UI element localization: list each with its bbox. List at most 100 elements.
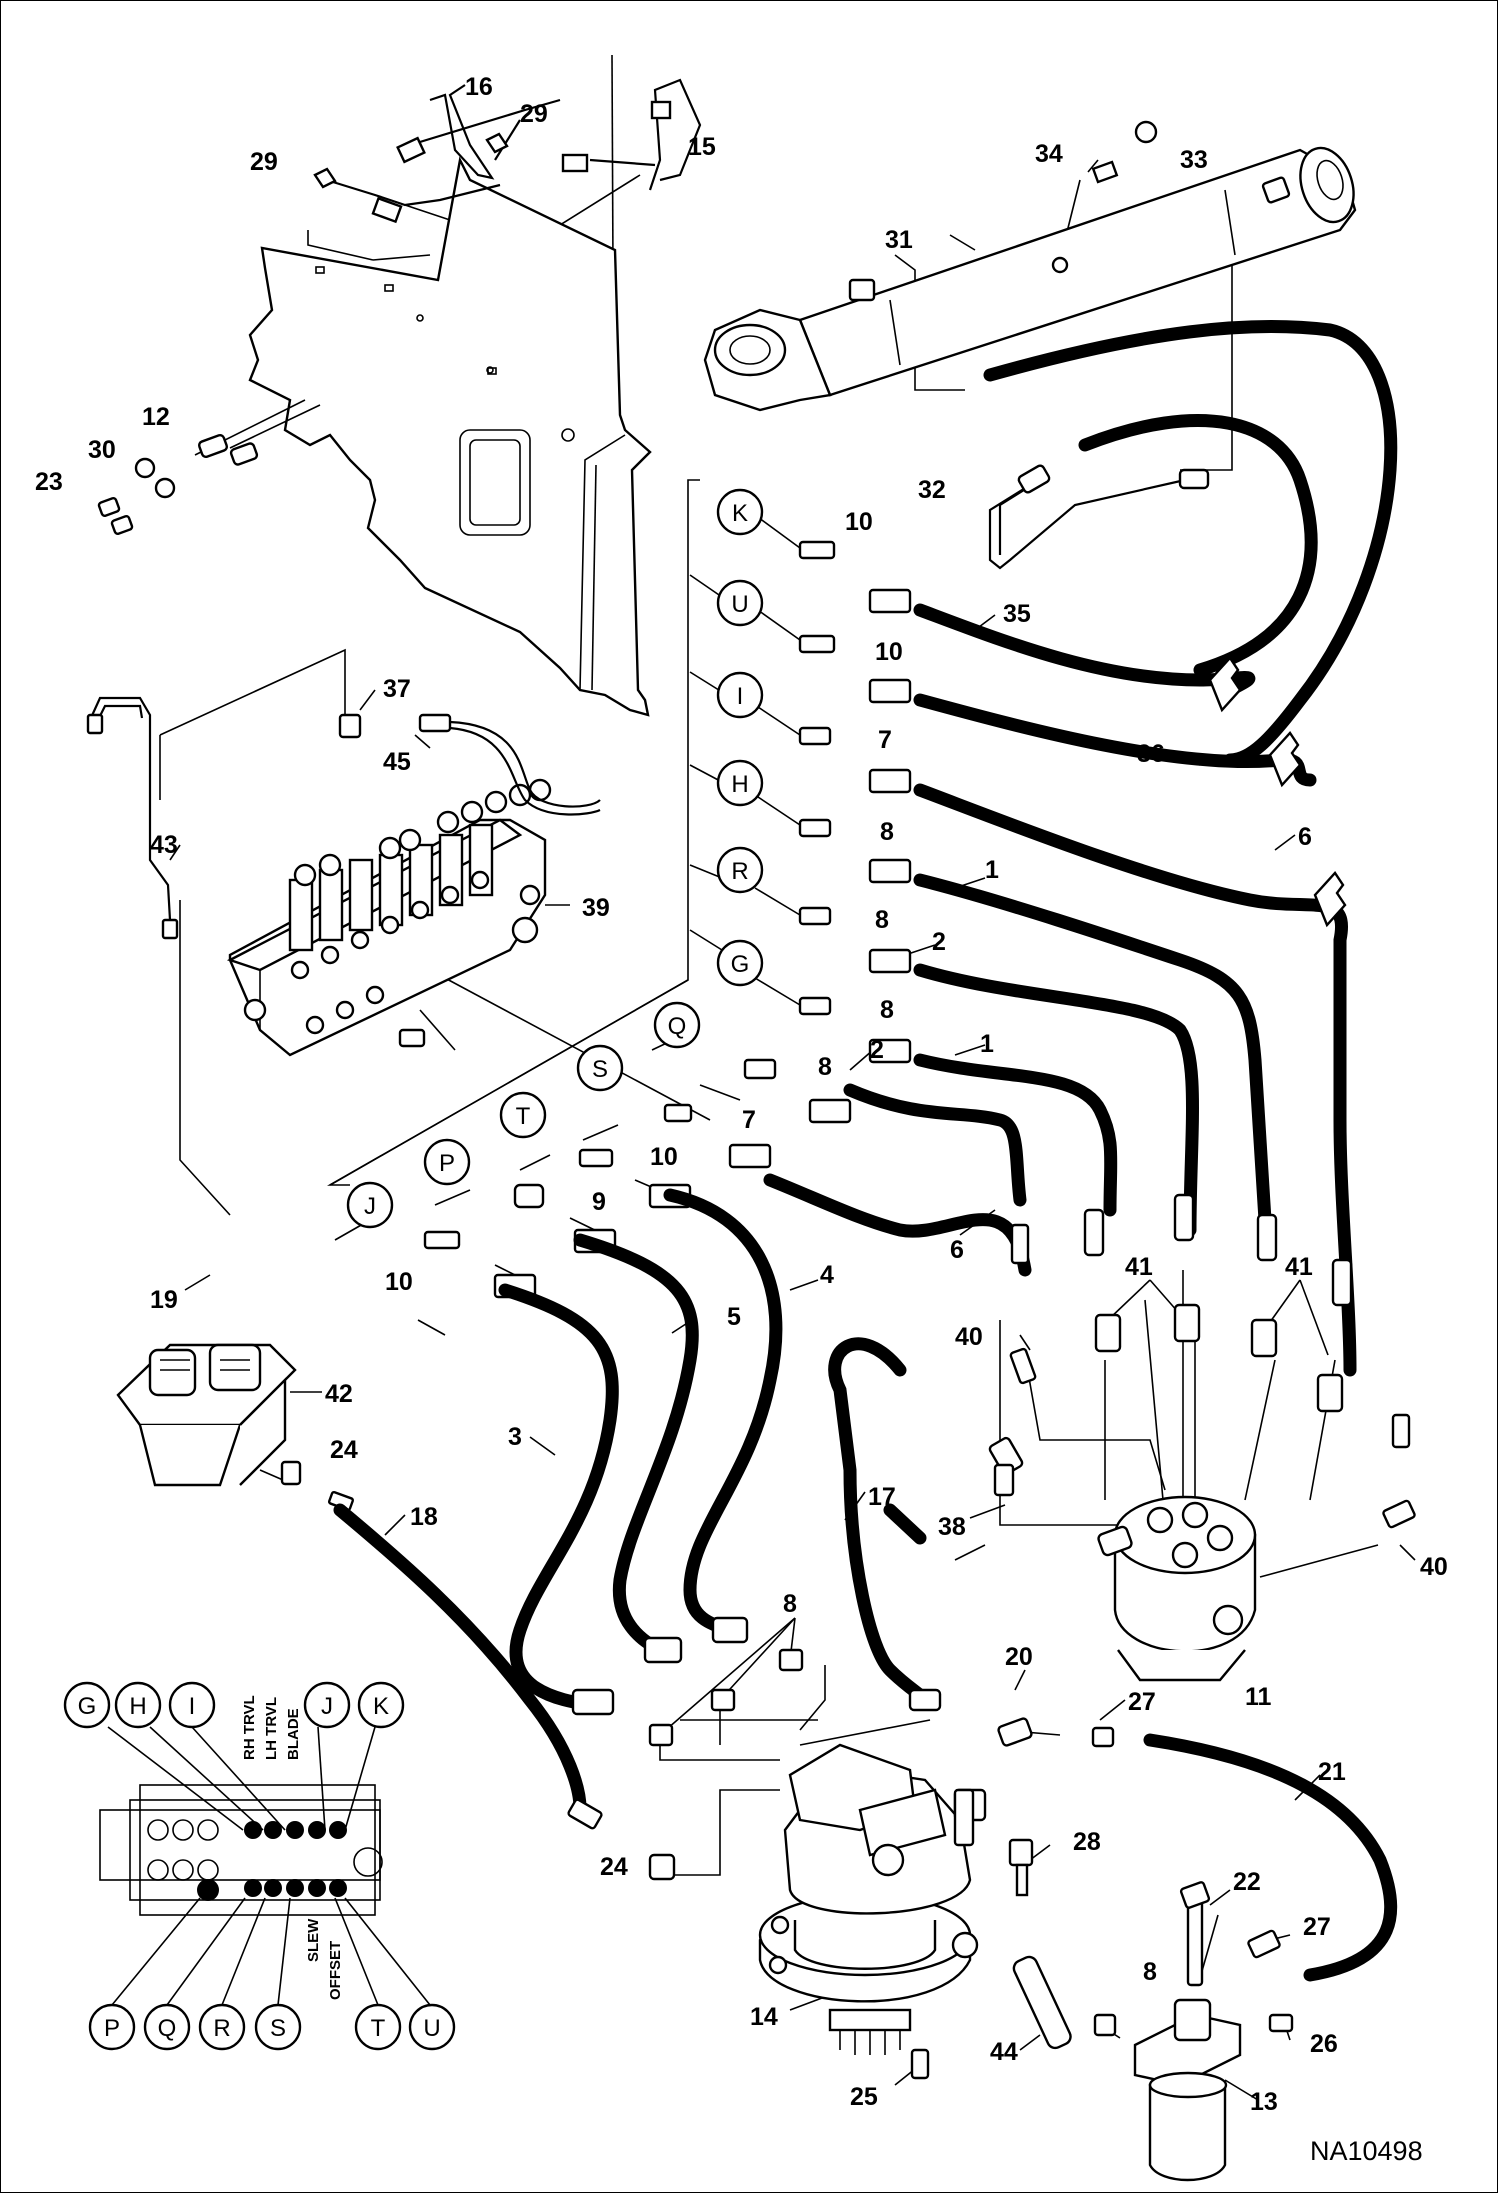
- inset-letter-p: P: [88, 2003, 136, 2051]
- motor-fittings: [567, 1616, 1115, 1897]
- inset-letter-r: R: [198, 2003, 246, 2051]
- callout-30: 30: [88, 436, 116, 464]
- callout-9: 9: [592, 1188, 606, 1216]
- callout-37: 37: [383, 675, 411, 703]
- inset-letter-j: J: [303, 1681, 351, 1729]
- inset-letter-u: U: [408, 2003, 456, 2051]
- port-letter-r: R: [716, 846, 764, 894]
- callout-2: 2: [870, 1036, 884, 1064]
- slew-motor-14: [758, 1743, 987, 2080]
- callout-8: 8: [880, 996, 894, 1024]
- callout-25: 25: [850, 2083, 878, 2111]
- port-letter-circles: K U I H R G Q S T P J: [346, 488, 764, 1229]
- svg-text:T: T: [516, 1103, 531, 1130]
- callout-12: 12: [142, 403, 170, 431]
- svg-text:S: S: [270, 2015, 286, 2042]
- inset-letter-s: S: [254, 2003, 302, 2051]
- callout-6: 6: [950, 1236, 964, 1264]
- svg-text:S: S: [592, 1056, 608, 1083]
- callout-39: 39: [582, 894, 610, 922]
- callout-4: 4: [820, 1261, 834, 1289]
- callout-2: 2: [932, 928, 946, 956]
- inset-letter-q: Q: [143, 2003, 191, 2051]
- svg-text:G: G: [78, 1693, 97, 1720]
- blade-label: BLADE: [285, 1708, 302, 1760]
- callout-28: 28: [1073, 1828, 1101, 1856]
- callout-29: 29: [250, 148, 278, 176]
- callout-8: 8: [783, 1590, 797, 1618]
- svg-text:R: R: [213, 2015, 230, 2042]
- callout-1: 1: [985, 856, 999, 884]
- callout-6: 6: [1298, 823, 1312, 851]
- callout-29: 29: [520, 100, 548, 128]
- callout-24: 24: [330, 1436, 358, 1464]
- callout-31: 31: [885, 226, 913, 254]
- callout-15: 15: [688, 133, 716, 161]
- callout-40: 40: [955, 1323, 983, 1351]
- callout-8: 8: [880, 818, 894, 846]
- inset-letter-g: G: [63, 1681, 111, 1729]
- callout-27: 27: [1303, 1913, 1331, 1941]
- svg-text:U: U: [731, 591, 748, 618]
- inset-letter-circles: G H I J K P Q R S T U: [63, 1681, 456, 2051]
- callout-35: 35: [1003, 600, 1031, 628]
- slew-label: SLEW: [305, 1918, 322, 1962]
- callout-13: 13: [1250, 2088, 1278, 2116]
- callout-34: 34: [1035, 140, 1063, 168]
- filter-13: [1012, 1881, 1294, 2182]
- inset-letter-t: T: [354, 2003, 402, 2051]
- callout-22: 22: [1233, 1868, 1261, 1896]
- svg-text:Q: Q: [668, 1013, 687, 1040]
- callout-18: 18: [410, 1503, 438, 1531]
- callout-3: 3: [508, 1423, 522, 1451]
- callout-27: 27: [1128, 1688, 1156, 1716]
- callout-33: 33: [1180, 146, 1208, 174]
- lh-travel-label: LH TRVL: [263, 1697, 280, 1760]
- callout-20: 20: [1005, 1643, 1033, 1671]
- callout-40: 40: [1420, 1553, 1448, 1581]
- control-valve-bank: [226, 778, 552, 1057]
- swivel-fittings: [988, 1193, 1416, 1529]
- callout-8: 8: [875, 906, 889, 934]
- callout-44: 44: [990, 2038, 1018, 2066]
- port-letter-i: I: [716, 671, 764, 719]
- callout-16: 16: [465, 73, 493, 101]
- port-letter-h: H: [716, 759, 764, 807]
- inset-function-labels: RH TRVL LH TRVL BLADE SLEW OFFSET: [241, 1695, 344, 2000]
- svg-text:H: H: [731, 771, 748, 798]
- callout-8: 8: [818, 1053, 832, 1081]
- pilot-control-pedal-42: [116, 1343, 355, 1512]
- callout-10: 10: [845, 508, 873, 536]
- drawing-code: NA10498: [1310, 2136, 1423, 2166]
- svg-text:G: G: [731, 951, 750, 978]
- svg-text:R: R: [731, 858, 748, 885]
- callout-21: 21: [1318, 1758, 1346, 1786]
- svg-text:J: J: [364, 1193, 376, 1220]
- callout-10: 10: [650, 1143, 678, 1171]
- callout-38: 38: [938, 1513, 966, 1541]
- offset-label: OFFSET: [327, 1941, 344, 2000]
- callout-10: 10: [875, 638, 903, 666]
- frame-weldment: [248, 156, 652, 717]
- valve-position-inset: [99, 1726, 431, 2006]
- callout-19: 19: [150, 1286, 178, 1314]
- port-letter-k: K: [716, 488, 764, 536]
- callout-23: 23: [35, 468, 63, 496]
- steel-tube-32: [988, 464, 1210, 570]
- callout-8: 8: [1143, 1958, 1157, 1986]
- callout-14: 14: [750, 2003, 778, 2031]
- callout-45: 45: [383, 748, 411, 776]
- offset-cylinder: [703, 120, 1357, 412]
- svg-text:P: P: [439, 1150, 455, 1177]
- center-swivel-11: [1097, 1495, 1257, 1682]
- inset-letter-k: K: [357, 1681, 405, 1729]
- port-letter-j: J: [346, 1181, 394, 1229]
- port-letter-p: P: [423, 1138, 471, 1186]
- callout-5: 5: [727, 1303, 741, 1331]
- svg-text:T: T: [371, 2015, 386, 2042]
- hoses-upper: [763, 319, 1398, 1377]
- svg-text:P: P: [104, 2015, 120, 2042]
- svg-text:U: U: [423, 2015, 440, 2042]
- callout-7: 7: [878, 726, 892, 754]
